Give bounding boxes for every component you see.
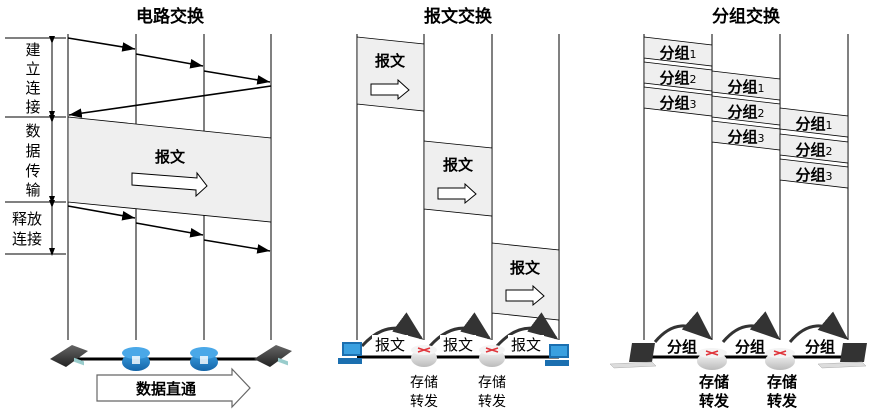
- packet-3: 分组3: [779, 158, 849, 189]
- forward-arrows: [360, 312, 559, 348]
- svg-text:连: 连: [25, 79, 40, 97]
- packet-label: 分组1: [727, 78, 764, 96]
- phone-icon: [50, 345, 88, 367]
- svg-text:存储: 存储: [410, 375, 438, 391]
- direct-path-arrow-icon: [96, 367, 251, 409]
- laptop-icon: [609, 343, 657, 369]
- svg-text:传: 传: [25, 162, 40, 180]
- svg-text:存储: 存储: [478, 375, 506, 391]
- message-block: [67, 116, 272, 223]
- svg-text:释放: 释放: [12, 210, 42, 228]
- message-block-hop3: 报文: [491, 242, 560, 321]
- phone-icon: [254, 345, 292, 367]
- svg-text:据: 据: [25, 142, 40, 160]
- packet-3: 分组3: [643, 86, 713, 117]
- packet-switching-title: 分组交换: [712, 6, 781, 27]
- packet-1: 分组1: [643, 36, 713, 67]
- circuit-switch-icon: [122, 347, 150, 371]
- forward-arrows: [653, 311, 849, 343]
- message-label: 报文: [155, 148, 186, 166]
- phase-setup-label: 建 立 连 接: [25, 41, 40, 116]
- link-label: 报文: [375, 336, 405, 354]
- svg-text:输: 输: [25, 181, 40, 199]
- phase-release-label: 释放 连接: [12, 210, 42, 248]
- packet-label: 分组3: [727, 128, 764, 146]
- packet-label: 分组2: [795, 141, 832, 159]
- packet-1: 分组1: [779, 107, 849, 138]
- message-switching-title: 报文交换: [424, 6, 493, 27]
- packet-switching-panel: 分组交换 分组1 分组2 分组3 分组1 分组2 分组3 分组1 分组2 分组3 分组 分组 分…: [609, 6, 867, 410]
- message-switching-panel: 报文交换 报文 报文 报文 报文: [338, 6, 569, 410]
- packet-2: 分组2: [711, 95, 781, 126]
- link-label: 报文: [443, 336, 473, 354]
- svg-text:转发: 转发: [699, 392, 730, 410]
- signal-arrows: [67, 37, 272, 254]
- packet-2: 分组2: [643, 61, 713, 92]
- desktop-computer-icon: [338, 342, 362, 364]
- packet-3: 分组3: [711, 120, 781, 151]
- direct-path-label: 数据直通: [136, 380, 196, 398]
- circuit-switching-panel: 电路交换 建 立 连 接 数 据 传 输 释放 连接: [5, 6, 292, 409]
- packet-label: 分组3: [795, 166, 832, 184]
- link-label: 分组: [667, 338, 697, 356]
- router-icon: [697, 348, 727, 370]
- desktop-computer-icon: [545, 344, 569, 366]
- router-icon: [479, 345, 505, 367]
- link-label: 分组: [735, 338, 765, 356]
- packet-1: 分组1: [711, 70, 781, 101]
- packet-label: 分组1: [795, 115, 832, 133]
- router-icon: [411, 345, 437, 367]
- svg-text:建: 建: [25, 41, 40, 59]
- link-label: 分组: [805, 338, 835, 356]
- message-block-hop1: 报文: [356, 36, 425, 112]
- packets: 分组1 分组2 分组3 分组1 分组2 分组3 分组1 分组2 分组3: [643, 36, 849, 189]
- svg-text:报文: 报文: [510, 259, 541, 277]
- packet-label: 分组3: [659, 94, 696, 112]
- packet-label: 分组1: [659, 44, 696, 62]
- laptop-icon: [817, 343, 867, 369]
- phase-transfer-label: 数 据 传 输: [25, 122, 40, 199]
- direction-arrow-icon: [131, 171, 208, 198]
- svg-text:数: 数: [25, 122, 40, 140]
- svg-text:接: 接: [25, 98, 40, 116]
- svg-text:转发: 转发: [767, 392, 798, 410]
- circuit-switch-icon: [190, 347, 218, 371]
- svg-text:报文: 报文: [375, 52, 406, 70]
- svg-text:连接: 连接: [12, 230, 42, 248]
- svg-text:存储: 存储: [699, 373, 729, 391]
- circuit-title: 电路交换: [136, 6, 205, 27]
- packet-2: 分组2: [779, 133, 849, 164]
- link-label: 报文: [511, 336, 541, 354]
- packet-label: 分组2: [659, 69, 696, 87]
- svg-text:立: 立: [25, 60, 40, 78]
- message-block-hop2: 报文: [423, 140, 493, 217]
- svg-text:报文: 报文: [443, 156, 474, 174]
- router-icon: [765, 348, 795, 370]
- svg-text:转发: 转发: [410, 394, 438, 410]
- packet-label: 分组2: [727, 103, 764, 121]
- svg-text:存储: 存储: [767, 373, 797, 391]
- svg-text:转发: 转发: [478, 394, 506, 410]
